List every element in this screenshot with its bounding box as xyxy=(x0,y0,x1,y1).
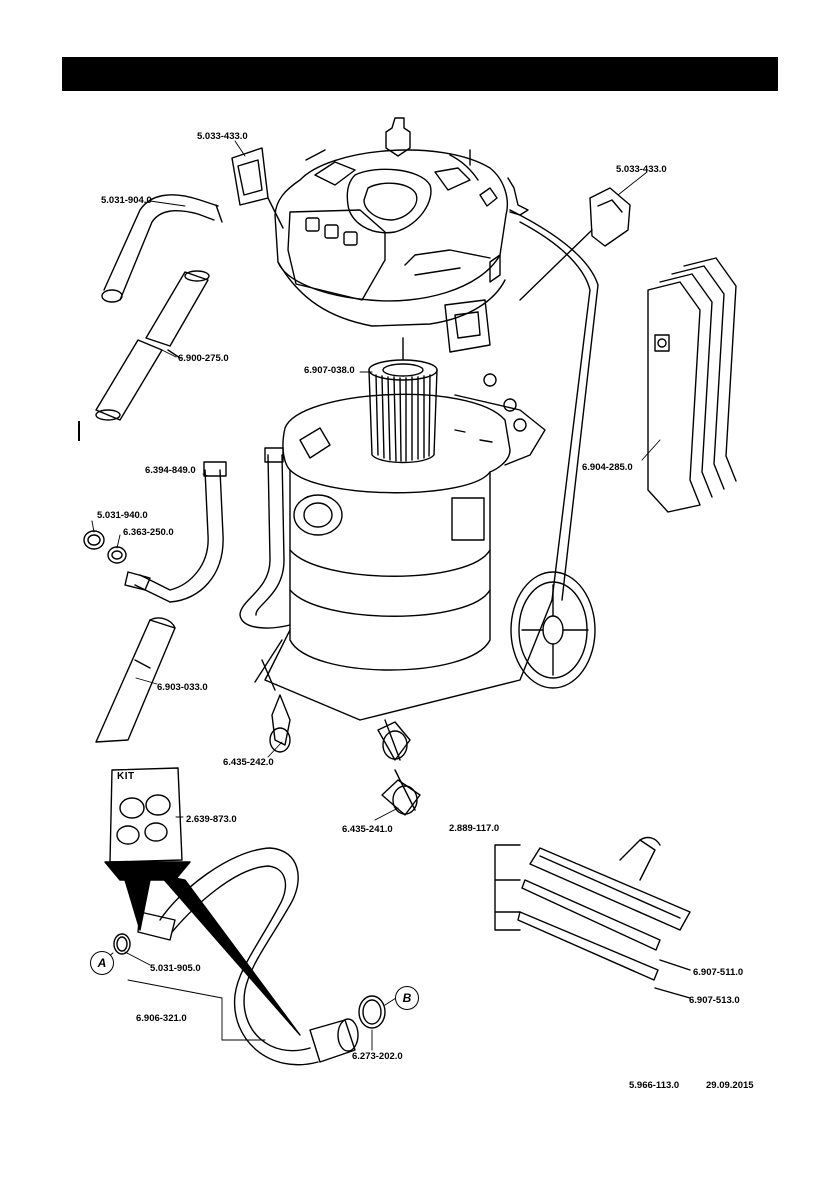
part-label-castor-rear: 6.435-241.0 xyxy=(342,824,393,835)
filter-bags-drawing xyxy=(647,257,737,513)
part-label-adapter-ring: 5.031-940.0 xyxy=(97,510,148,521)
footer-document-number: 5.966-113.0 xyxy=(629,1080,680,1091)
marker-a: A xyxy=(90,951,114,975)
callout-wedges-drawing xyxy=(124,874,301,1036)
latch-left-drawing xyxy=(231,147,284,229)
kit-bag-drawing xyxy=(104,767,191,881)
footer-date: 29.09.2015 xyxy=(706,1080,754,1091)
part-label-adapter: 6.363-250.0 xyxy=(123,527,174,538)
part-label-lid-latch-right: 5.033-433.0 xyxy=(616,164,667,175)
part-label-cartridge-filter: 6.907-038.0 xyxy=(304,365,355,376)
tank-drawing xyxy=(282,373,546,671)
hose-rings-drawing xyxy=(113,933,386,1029)
part-label-wiper-strip: 6.907-511.0 xyxy=(693,967,744,978)
motor-head-drawing xyxy=(274,117,529,353)
crevice-nozzle-drawing xyxy=(95,617,176,743)
part-label-sealing-ring: 6.273-202.0 xyxy=(352,1051,403,1062)
tank-hose-drawing xyxy=(239,447,291,629)
part-label-extension-tubes: 6.900-275.0 xyxy=(178,353,229,364)
adapter-rings-drawing xyxy=(83,530,127,564)
small-hose-drawing xyxy=(124,461,227,603)
latch-right-drawing xyxy=(519,187,631,301)
leader-lines-drawing xyxy=(91,140,661,1051)
part-label-small-hose: 6.394-849.0 xyxy=(145,465,196,476)
part-label-filter-bags: 6.904-285.0 xyxy=(582,462,633,473)
part-label-castor-front: 6.435-242.0 xyxy=(223,757,274,768)
part-label-suction-hose: 6.906-321.0 xyxy=(136,1013,187,1024)
suction-bend-drawing xyxy=(101,194,223,303)
marker-b: B xyxy=(395,986,419,1010)
part-label-suction-bend: 5.031-904.0 xyxy=(101,195,152,206)
part-label-crevice-nozzle: 6.903-033.0 xyxy=(157,682,208,693)
castors-drawing xyxy=(261,659,421,816)
long-hose-drawing xyxy=(137,847,359,1066)
extension-tubes-drawing xyxy=(95,270,210,421)
part-label-floor-nozzle: 2.889-117.0 xyxy=(449,823,500,834)
part-label-kit: 2.639-873.0 xyxy=(186,814,237,825)
kit-label: KIT xyxy=(117,771,135,782)
part-label-hose-ring: 5.031-905.0 xyxy=(150,963,201,974)
floor-nozzle-drawing xyxy=(494,836,691,999)
rear-wheel-drawing xyxy=(510,571,596,689)
part-label-brush-strip: 6.907-513.0 xyxy=(689,995,740,1006)
header-bar xyxy=(62,57,778,91)
margin-mark xyxy=(78,421,80,441)
part-label-lid-latch-left: 5.033-433.0 xyxy=(197,131,248,142)
cartridge-filter-drawing xyxy=(368,337,438,464)
frame-handle-drawing xyxy=(254,209,599,721)
